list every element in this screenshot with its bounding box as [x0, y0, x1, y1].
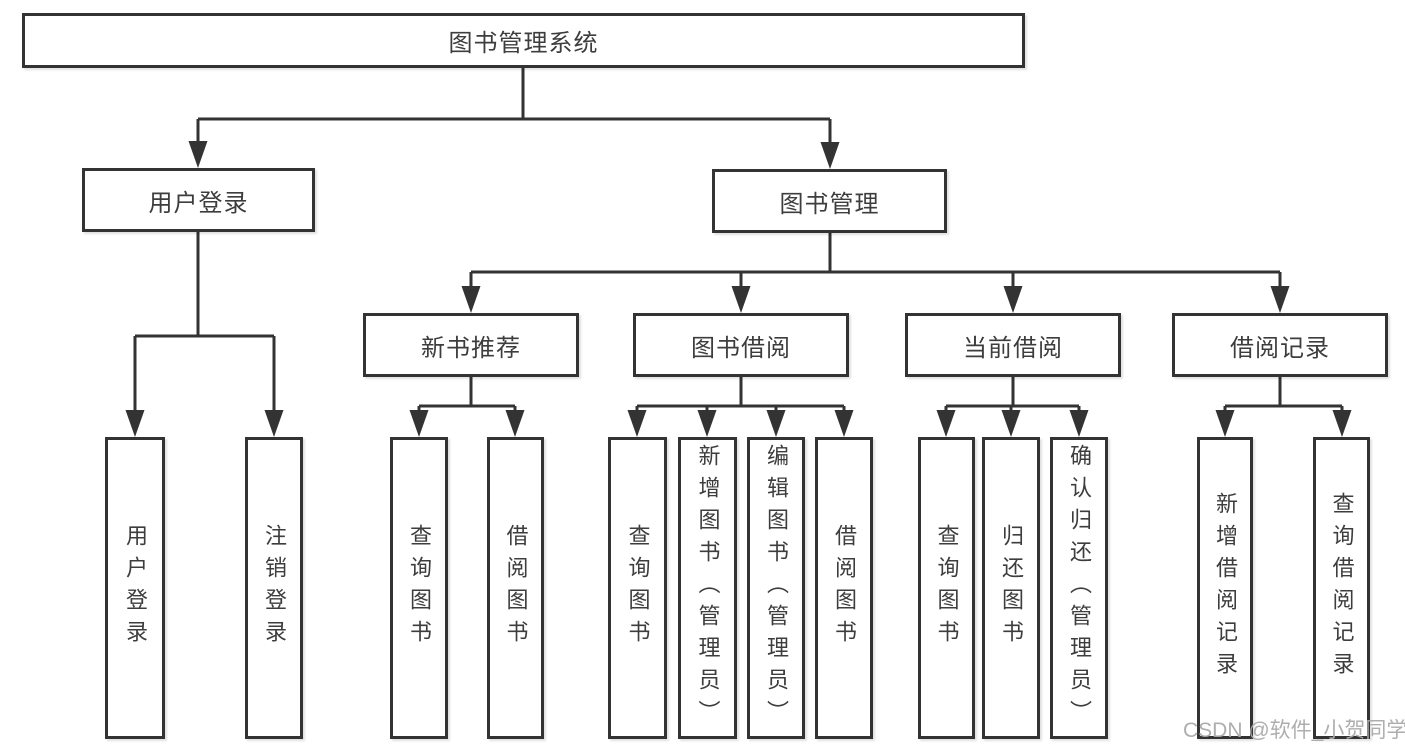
leaf-br-add-record: 新增借阅记录	[1197, 437, 1253, 739]
leaf-rec-borrow-books: 借阅图书	[487, 437, 544, 739]
leaf-cb-return-books-label: 归还图书	[999, 524, 1024, 652]
node-new-book-recommendation: 新书推荐	[363, 313, 579, 377]
leaf-cb-confirm-return-admin-label: 确认归还（管理员）	[1067, 444, 1092, 732]
leaf-br-query-record-label: 查询借阅记录	[1329, 492, 1355, 684]
node-book-management: 图书管理	[712, 169, 947, 233]
leaf-cb-confirm-return-admin: 确认归还（管理员）	[1050, 437, 1108, 739]
connector-borrowrecords-to-leaves	[1215, 377, 1352, 437]
leaf-bb-edit-books-admin: 编辑图书（管理员）	[747, 437, 805, 739]
leaf-rec-query-books-label: 查询图书	[407, 524, 432, 652]
connector-bookmgmt-to-level3	[461, 233, 1290, 313]
leaf-cb-return-books: 归还图书	[982, 437, 1040, 739]
leaf-bb-add-books-admin-label: 新增图书（管理员）	[695, 444, 721, 732]
leaf-logout-label: 注销登录	[262, 524, 287, 652]
leaf-bb-query-books-label: 查询图书	[625, 524, 651, 652]
connector-bookborrowing-to-leaves	[627, 377, 854, 437]
leaf-cb-query-books-label: 查询图书	[934, 524, 960, 652]
leaf-bb-borrow-books-label: 借阅图书	[832, 524, 857, 652]
node-root-system: 图书管理系统	[22, 13, 1025, 68]
leaf-br-add-record-label: 新增借阅记录	[1213, 492, 1238, 684]
leaf-bb-borrow-books: 借阅图书	[815, 437, 873, 739]
leaf-user-login-label: 用户登录	[123, 524, 148, 652]
node-user-login-group: 用户登录	[82, 168, 315, 232]
leaf-bb-edit-books-admin-label: 编辑图书（管理员）	[764, 444, 789, 732]
leaf-br-query-record: 查询借阅记录	[1313, 437, 1370, 739]
connector-root-to-level2	[188, 68, 840, 169]
connector-userlogin-to-leaves	[125, 232, 284, 437]
csdn-watermark: CSDN @软件_小贺同学	[1183, 719, 1405, 742]
leaf-rec-query-books: 查询图书	[390, 437, 448, 739]
node-book-borrowing: 图书借阅	[633, 313, 849, 377]
node-borrowing-records: 借阅记录	[1172, 313, 1388, 377]
leaf-bb-add-books-admin: 新增图书（管理员）	[678, 437, 737, 739]
leaf-logout: 注销登录	[245, 437, 303, 739]
leaf-rec-borrow-books-label: 借阅图书	[503, 524, 529, 652]
leaf-bb-query-books: 查询图书	[608, 437, 667, 739]
leaf-user-login: 用户登录	[105, 437, 165, 739]
node-current-borrowing: 当前借阅	[905, 313, 1121, 377]
connector-currentborrowing-to-leaves	[936, 377, 1089, 437]
connector-newbookrec-to-leaves	[409, 377, 525, 437]
leaf-cb-query-books: 查询图书	[918, 437, 975, 739]
